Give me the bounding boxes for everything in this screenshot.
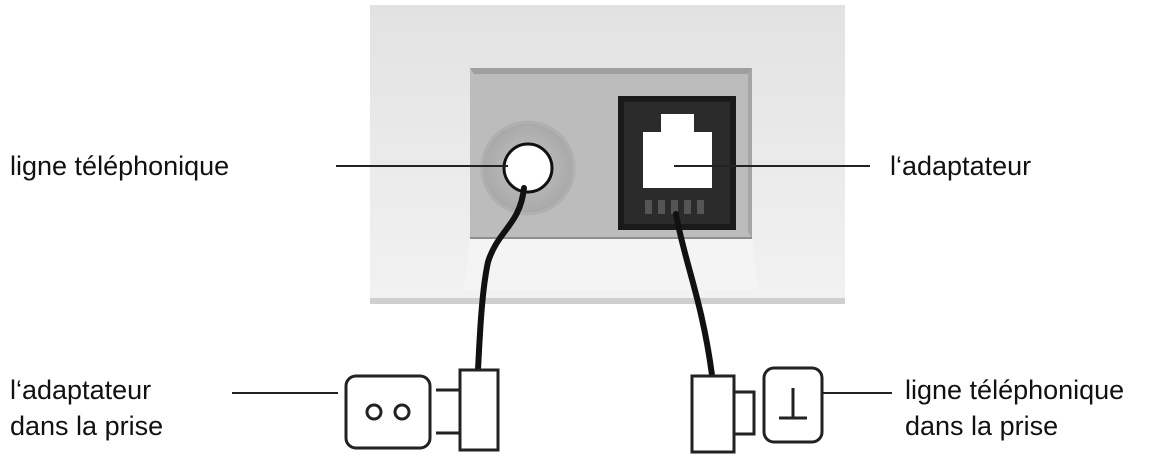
adapter-plug: [460, 370, 498, 450]
modular-jack: [618, 96, 736, 230]
label-adapter: l‘adaptateur: [890, 148, 1031, 184]
panel-ledge: [464, 238, 758, 290]
recess-right-shadow: [748, 68, 752, 238]
line-plug-tab: [734, 392, 754, 434]
panel-bottom-edge: [370, 298, 845, 304]
label-phone-line: ligne téléphonique: [10, 148, 229, 184]
wall-adapter-illustration: [346, 370, 498, 450]
label-adapter-in-socket-line2: dans la prise: [10, 408, 163, 444]
label-phone-line-in-socket-line1: ligne téléphonique: [905, 372, 1124, 408]
socket-plug-round: [504, 144, 552, 192]
label-phone-line-in-socket: ligne téléphonique dans la prise: [905, 372, 1124, 444]
label-phone-line-in-socket-line2: dans la prise: [905, 408, 1124, 444]
adapter-socket-symbol: [346, 376, 430, 448]
line-socket: [482, 122, 574, 214]
line-plug-body: [692, 376, 734, 452]
label-adapter-in-socket: l‘adaptateur dans la prise: [10, 372, 163, 444]
device-panel: [370, 5, 845, 304]
recess-top-shadow: [470, 68, 752, 74]
line-plug-illustration: [692, 368, 822, 452]
label-adapter-in-socket-line1: l‘adaptateur: [10, 372, 163, 408]
